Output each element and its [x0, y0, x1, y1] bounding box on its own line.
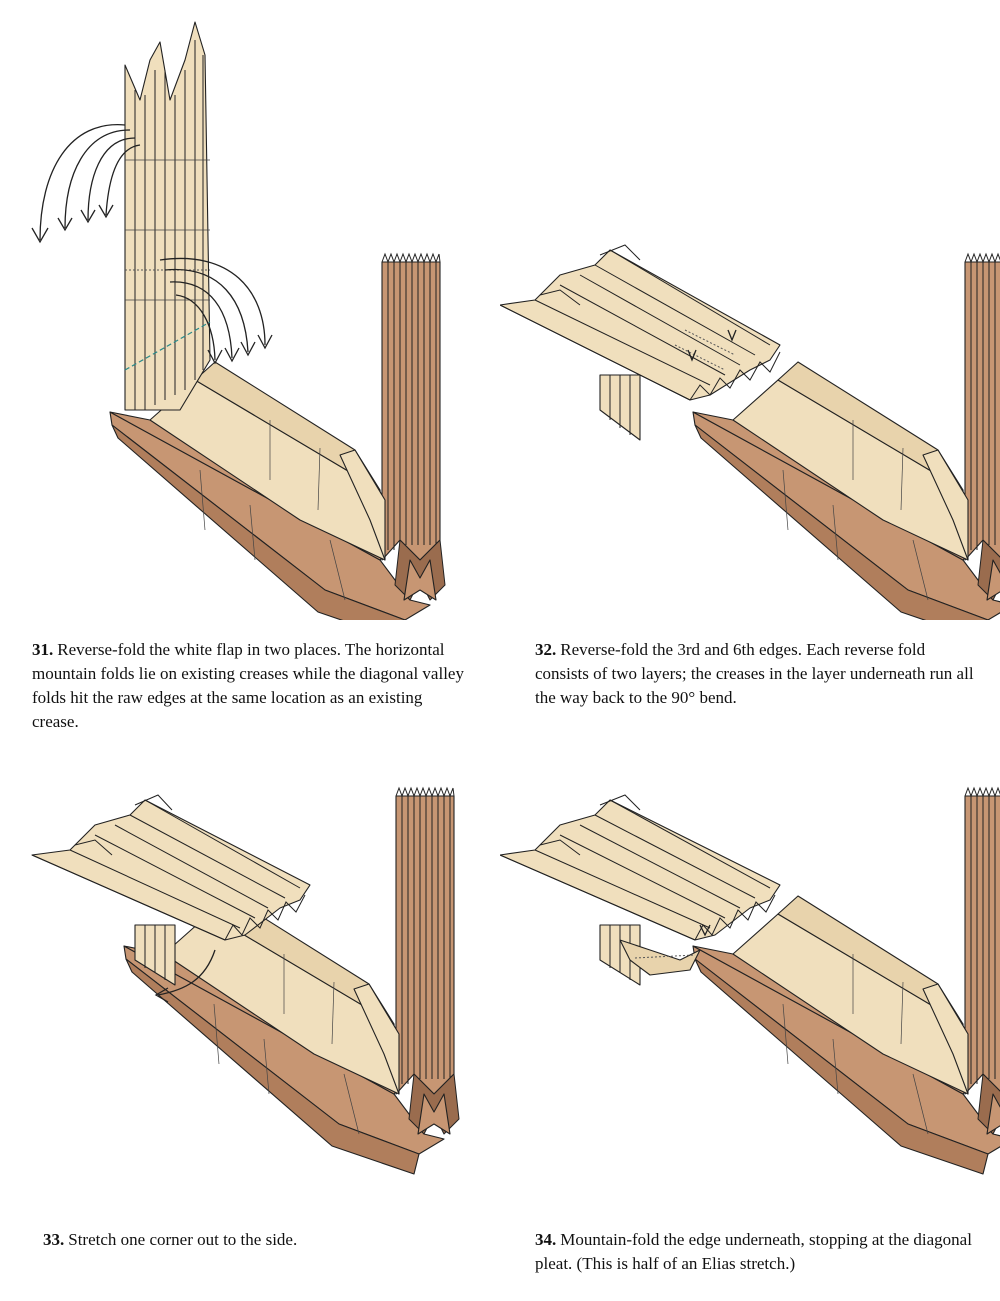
step-number: 34.	[535, 1230, 557, 1249]
step-text: Mountain-fold the edge underneath, stopp…	[535, 1230, 972, 1273]
white-flap	[124, 21, 211, 411]
step-34-diagram	[500, 787, 1000, 1175]
step-number: 33.	[43, 1230, 65, 1249]
stretched-corner	[619, 939, 701, 976]
step-32-caption: 32.Reverse-fold the 3rd and 6th edges. E…	[535, 638, 975, 710]
stretch-arrow	[154, 949, 216, 1003]
reverse-fold-arrows	[687, 329, 737, 362]
step-32-panel: 32.Reverse-fold the 3rd and 6th edges. E…	[500, 0, 1000, 707]
step-31-panel: 31.Reverse-fold the white flap in two pl…	[0, 0, 500, 731]
step-text: Reverse-fold the white flap in two place…	[32, 640, 464, 731]
horizontal-flap	[500, 799, 781, 941]
mountain-fold-arrow	[699, 924, 711, 937]
step-31-caption: 31.Reverse-fold the white flap in two pl…	[32, 638, 472, 734]
step-34-panel: 34.Mountain-fold the edge underneath, st…	[500, 650, 1000, 1300]
horizontal-flap	[500, 249, 781, 401]
horizontal-flap	[31, 799, 311, 941]
step-33-panel: 33.Stretch one corner out to the side.	[0, 650, 500, 1300]
step-number: 31.	[32, 640, 54, 659]
fold-arrows-right	[159, 257, 273, 365]
step-text: Reverse-fold the 3rd and 6th edges. Each…	[535, 640, 974, 707]
step-33-caption: 33.Stretch one corner out to the side.	[43, 1228, 483, 1252]
fold-arrows-left	[31, 124, 141, 244]
step-text: Stretch one corner out to the side.	[68, 1230, 298, 1249]
step-34-caption: 34.Mountain-fold the edge underneath, st…	[535, 1228, 975, 1276]
step-32-diagram	[500, 244, 1000, 620]
step-number: 32.	[535, 640, 557, 659]
step-33-diagram	[31, 787, 460, 1175]
step-31-diagram	[31, 21, 446, 620]
